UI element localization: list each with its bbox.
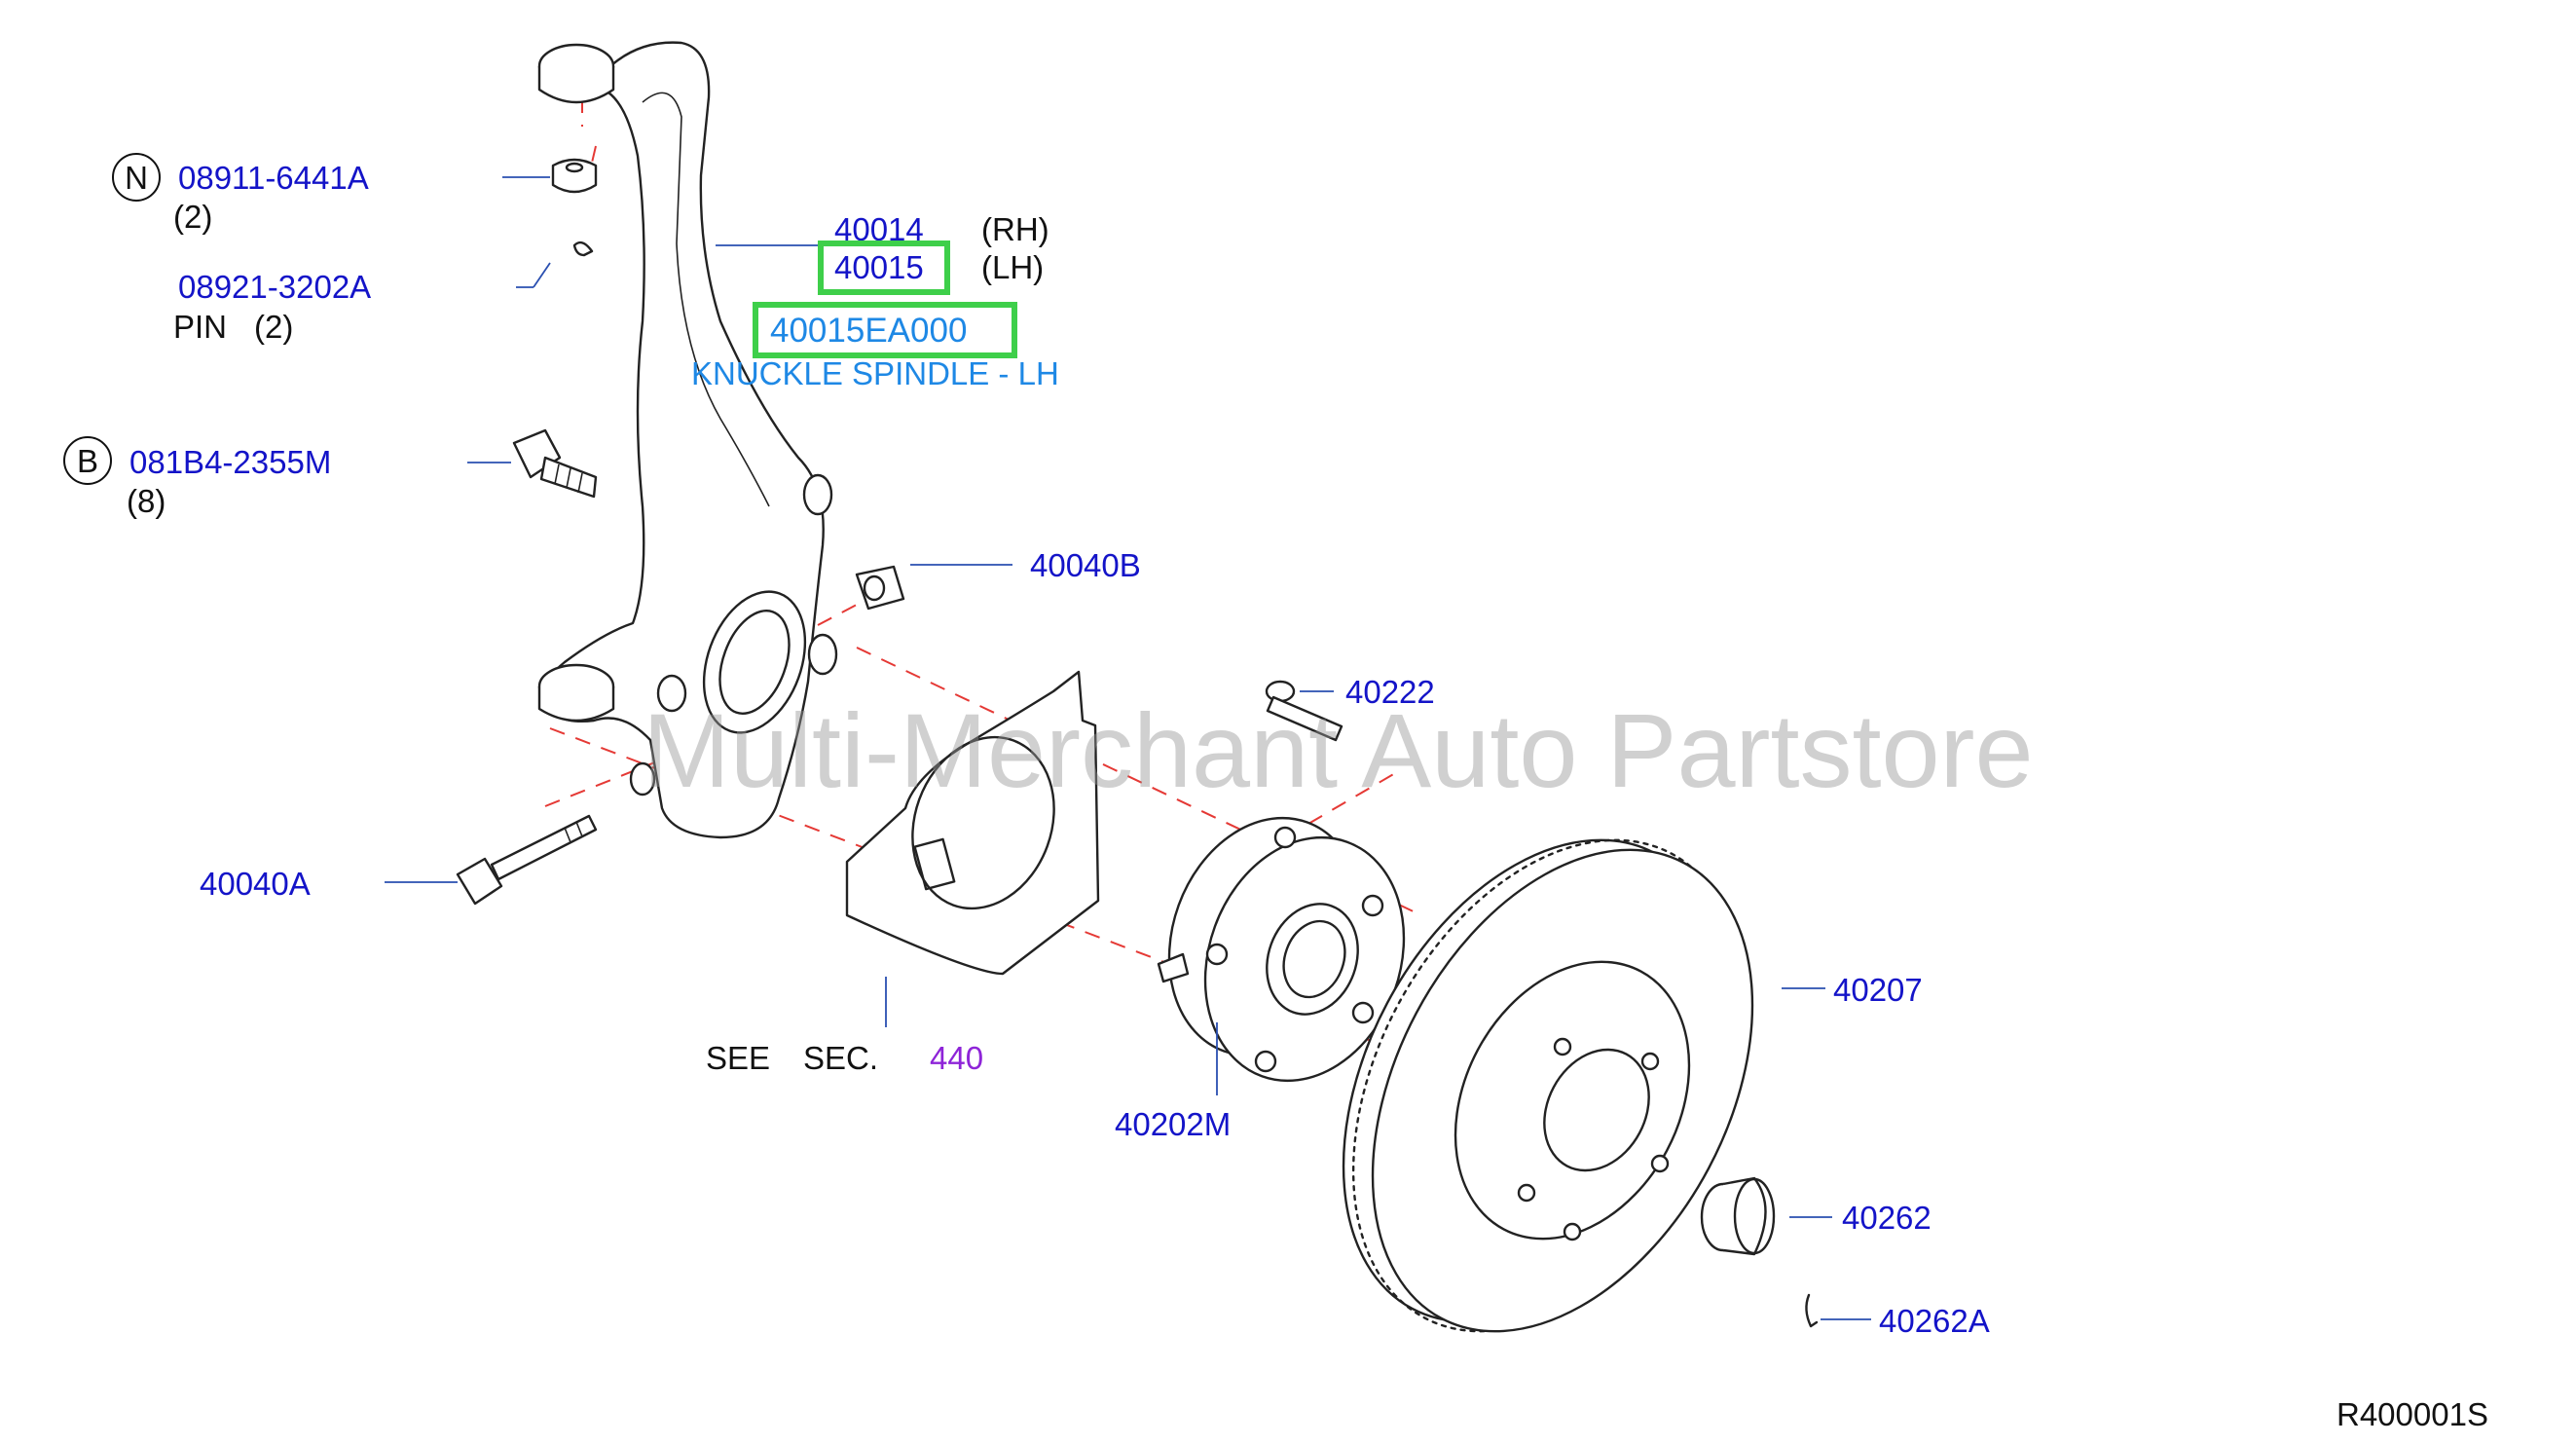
pin-qty: (2) (254, 309, 293, 345)
disc-rotor-drawing (1342, 838, 1754, 1333)
nut-circle-marker (112, 153, 161, 202)
bolt-b-drawing (512, 428, 598, 499)
hub-bolt-drawing (1265, 680, 1343, 742)
knuckle-spindle-description: KNUCKLE SPINDLE - LH (691, 355, 1059, 391)
nut-part-number[interactable]: 08911-6441A (178, 160, 369, 196)
hub-assembly-part-number[interactable]: 40202M (1115, 1106, 1231, 1142)
pin-drawing (572, 241, 594, 257)
bolt-b-part-number[interactable]: 081B4-2355M (129, 444, 331, 480)
steering-knuckle-drawing (537, 41, 838, 839)
knuckle-lh-part-number[interactable]: 40015 (834, 249, 924, 285)
section-number-link[interactable]: 440 (930, 1040, 983, 1076)
pin-name: PIN (173, 309, 227, 345)
callout-nut[interactable]: N 08911-6441A (2) (112, 153, 369, 235)
backing-plate-drawing (845, 670, 1100, 976)
nut-circle-letter: N (125, 160, 148, 196)
bushing-part-number[interactable]: 40040B (1030, 547, 1141, 583)
callout-knuckle[interactable]: 40014 (RH) 40015 (LH) 40015EA000 KNUCKLE… (691, 211, 1059, 391)
hub-assembly-drawing (1157, 816, 1406, 1083)
bolt-b-circle-letter: B (77, 443, 98, 479)
disc-rotor-part-number[interactable]: 40207 (1833, 972, 1923, 1008)
nut-qty: (2) (173, 199, 212, 235)
see-label: SEE (706, 1040, 770, 1076)
see-section-reference[interactable]: SEE SEC. 440 (706, 1040, 983, 1076)
cap-clip-part-number[interactable]: 40262A (1879, 1303, 1990, 1339)
bolt-b-qty: (8) (127, 483, 166, 519)
pin-part-number[interactable]: 08921-3202A (178, 269, 371, 305)
knuckle-spindle-highlight (753, 302, 1017, 358)
callout-pin[interactable]: 08921-3202A PIN (2) (173, 269, 371, 345)
leader-lines (385, 176, 1871, 1320)
bushing-drawing (855, 565, 905, 611)
callout-bolt-b[interactable]: B 081B4-2355M (8) (63, 436, 331, 519)
hub-cap-part-number[interactable]: 40262 (1842, 1200, 1932, 1236)
knuckle-bolt-part-number[interactable]: 40040A (200, 866, 311, 902)
hub-cap-drawing (1700, 1176, 1776, 1256)
sec-label: SEC. (803, 1040, 878, 1076)
cap-clip-drawing (1805, 1293, 1819, 1328)
knuckle-bolt-drawing (456, 814, 598, 906)
diagram-code: R400001S (2337, 1396, 2488, 1432)
nut-drawing (551, 158, 598, 194)
bolt-b-circle-marker (63, 436, 112, 485)
knuckle-rh-side: (RH) (981, 211, 1049, 247)
hub-bolt-part-number[interactable]: 40222 (1345, 674, 1435, 710)
knuckle-lh-highlight (818, 241, 950, 295)
knuckle-lh-side: (LH) (981, 249, 1044, 285)
watermark: Multi-Merchant Auto Partstore (643, 691, 2034, 809)
knuckle-spindle-part-number[interactable]: 40015EA000 (770, 312, 967, 350)
